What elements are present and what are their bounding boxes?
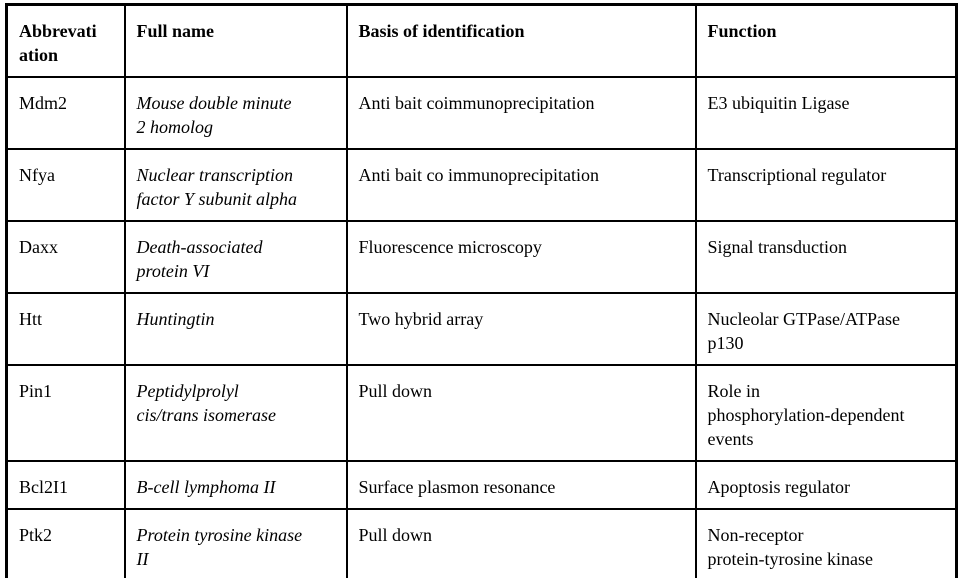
cell-abbreviation: Htt [5,292,126,366]
cell-abbreviation: Bcl2I1 [5,460,126,510]
cell-full-name: Protein tyrosine kinase II [123,508,348,578]
cell-function: Apoptosis regulator [694,460,958,510]
cell-full-name: Huntingtin [123,292,348,366]
cell-abbreviation: Mdm2 [5,76,126,150]
table-row: Mdm2 Mouse double minute 2 homolog Anti … [5,76,958,150]
cell-abbreviation: Nfya [5,148,126,222]
cell-full-name: Mouse double minute 2 homolog [123,76,348,150]
table-row: Htt Huntingtin Two hybrid array Nucleola… [5,292,958,366]
cell-full-name: Nuclear transcription factor Y subunit a… [123,148,348,222]
cell-basis: Fluorescence microscopy [345,220,697,294]
cell-function: Nucleolar GTPase/ATPase p130 [694,292,958,366]
cell-abbreviation: Daxx [5,220,126,294]
table-row: Ptk2 Protein tyrosine kinase II Pull dow… [5,508,958,578]
col-header-full-name: Full name [123,3,348,78]
cell-full-name: Peptidylprolyl cis/trans isomerase [123,364,348,462]
cell-abbreviation: Ptk2 [5,508,126,578]
cell-basis: Surface plasmon resonance [345,460,697,510]
cell-full-name: Death-associated protein VI [123,220,348,294]
table-row: Bcl2I1 B-cell lymphoma II Surface plasmo… [5,460,958,510]
col-header-basis-of-identification: Basis of identification [345,3,697,78]
cell-full-name: B-cell lymphoma II [123,460,348,510]
cell-function: Transcriptional regulator [694,148,958,222]
cell-basis: Pull down [345,508,697,578]
cell-abbreviation: Pin1 [5,364,126,462]
cell-function: Signal transduction [694,220,958,294]
cell-basis: Anti bait coimmunoprecipitation [345,76,697,150]
cell-basis: Two hybrid array [345,292,697,366]
col-header-function: Function [694,3,958,78]
cell-function: Role in phosphorylation-dependent events [694,364,958,462]
table-row: Pin1 Peptidylprolyl cis/trans isomerase … [5,364,958,462]
cell-function: E3 ubiquitin Ligase [694,76,958,150]
col-header-abbreviation: Abbrevati ation [5,3,126,78]
header-row: Abbrevati ation Full name Basis of ident… [5,3,958,78]
cell-basis: Anti bait co immunoprecipitation [345,148,697,222]
cell-function: Non-receptor protein-tyrosine kinase [694,508,958,578]
table-row: Nfya Nuclear transcription factor Y subu… [5,148,958,222]
cell-basis: Pull down [345,364,697,462]
protein-interactors-table: Abbrevati ation Full name Basis of ident… [5,3,958,578]
table-row: Daxx Death-associated protein VI Fluores… [5,220,958,294]
